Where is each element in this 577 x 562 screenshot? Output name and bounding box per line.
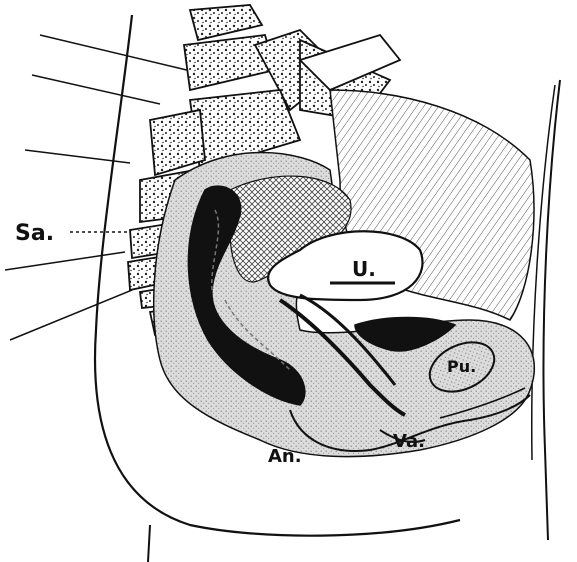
label-pubis: Pu. xyxy=(447,357,476,376)
abdomen-wall xyxy=(543,80,560,540)
label-anus: An. xyxy=(268,446,302,467)
label-sacrum: Sa. xyxy=(15,221,54,246)
label-vagina: Va. xyxy=(393,431,425,452)
label-bladder: V xyxy=(392,334,406,355)
leg-line xyxy=(148,525,150,562)
label-rectum: R xyxy=(250,349,265,373)
label-uterus: U. xyxy=(352,257,376,281)
